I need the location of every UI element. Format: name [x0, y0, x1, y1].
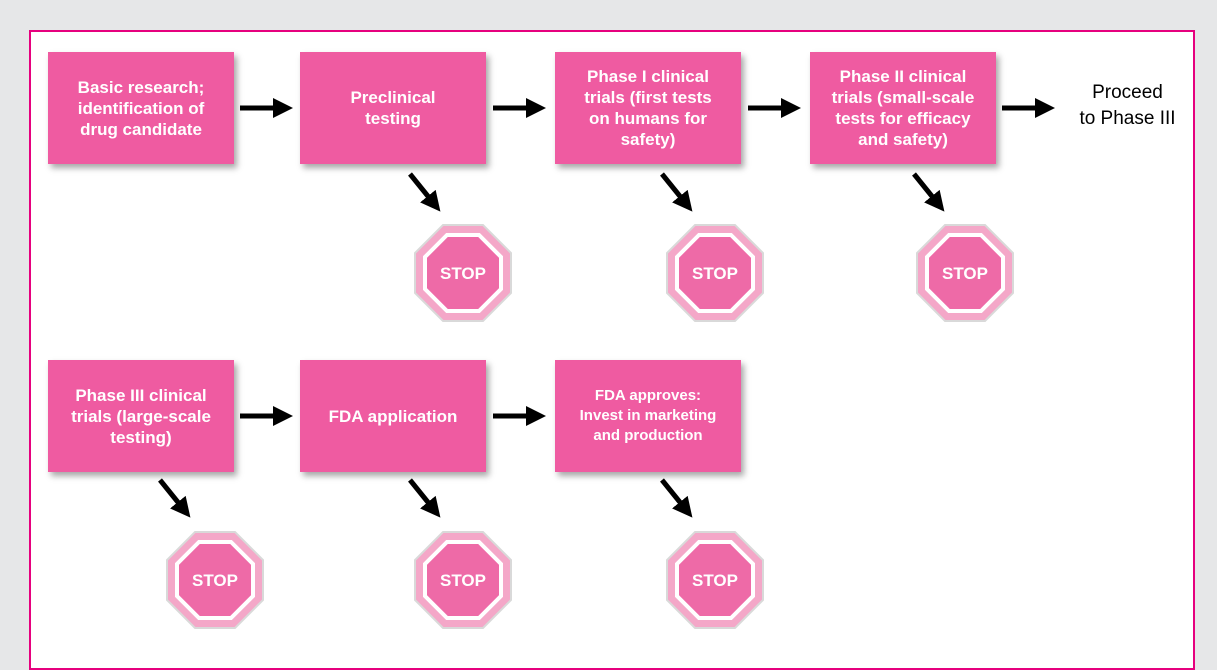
step-phase-3: Phase III clinical trials (large-scale t…: [48, 360, 234, 472]
down-right-arrow-icon: [408, 478, 441, 518]
down-right-arrow-icon: [660, 172, 693, 212]
step-fda-application: FDA application: [300, 360, 486, 472]
step-fda-approves: FDA approves: Invest in marketing and pr…: [555, 360, 741, 472]
stop-label: STOP: [440, 264, 486, 283]
down-right-arrow-icon: [660, 478, 693, 518]
stop-sign-icon: STOP: [916, 224, 1014, 322]
step-preclinical: Preclinical testing: [300, 52, 486, 164]
stop-sign-icon: STOP: [666, 224, 764, 322]
down-right-arrow-icon: [912, 172, 945, 212]
stop-label: STOP: [192, 571, 238, 590]
stop-sign-icon: STOP: [666, 531, 764, 629]
diagram-graphics: STOP STOP STOP STOP STOP STOP: [158, 98, 1055, 629]
step-basic-research: Basic research; identification of drug c…: [48, 52, 234, 164]
stop-sign-icon: STOP: [414, 531, 512, 629]
step-phase-2: Phase II clinical trials (small-scale te…: [810, 52, 996, 164]
stop-label: STOP: [440, 571, 486, 590]
stop-label: STOP: [692, 571, 738, 590]
stop-sign-icon: STOP: [166, 531, 264, 629]
down-right-arrow-icon: [158, 478, 191, 518]
stop-label: STOP: [942, 264, 988, 283]
down-right-arrow-icon: [408, 172, 441, 212]
stop-sign-icon: STOP: [414, 224, 512, 322]
step-phase-1: Phase I clinical trials (first tests on …: [555, 52, 741, 164]
proceed-label: Proceed to Phase III: [1079, 82, 1176, 129]
stop-label: STOP: [692, 264, 738, 283]
